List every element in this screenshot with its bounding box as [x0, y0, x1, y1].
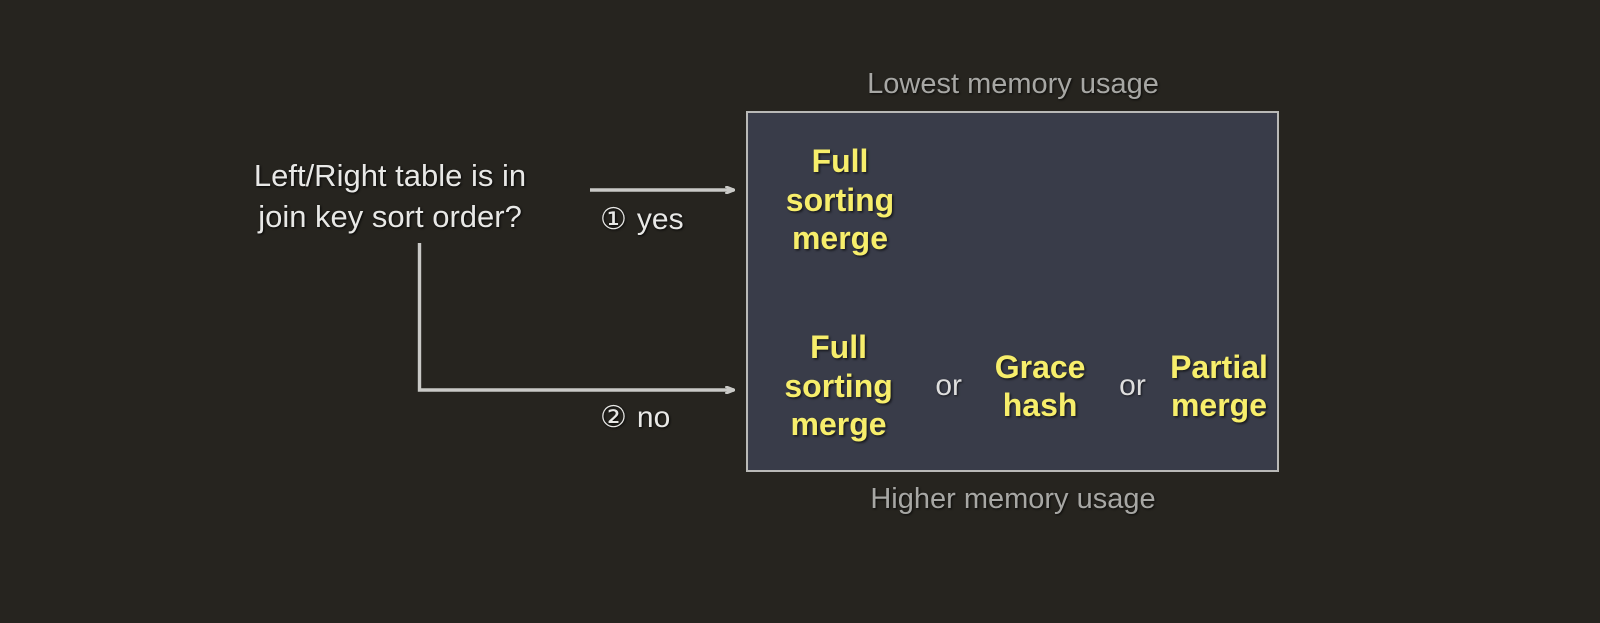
outcome-row-unsorted: Full sorting merge or Grace hash or Part…: [748, 321, 1277, 451]
branch-label-yes: ① yes: [600, 205, 684, 235]
outcome-panel: Full sorting merge Full sorting merge or…: [746, 111, 1279, 472]
option-grace-hash: Grace hash: [994, 348, 1086, 423]
caption-lowest-memory: Lowest memory usage: [867, 68, 1159, 100]
option-full-sorting-merge-bottom: Full sorting merge: [784, 329, 893, 443]
option-separator-2: or: [1119, 369, 1146, 402]
branch-label-no: ② no: [600, 403, 670, 433]
branch-text-1: yes: [636, 203, 684, 236]
option-separator-1: or: [935, 369, 962, 402]
option-partial-merge: Partial merge: [1170, 348, 1268, 423]
option-full-sorting-merge-top: Full sorting merge: [785, 143, 895, 257]
branch-marker-1: ①: [600, 203, 627, 236]
branch-text-2: no: [636, 401, 671, 434]
branch-marker-2: ②: [600, 401, 627, 434]
decision-question: Left/Right table is in join key sort ord…: [253, 158, 527, 235]
caption-higher-memory: Higher memory usage: [870, 483, 1156, 515]
outcome-row-sorted: Full sorting merge: [748, 135, 1277, 265]
arrow-no: [417, 243, 735, 390]
